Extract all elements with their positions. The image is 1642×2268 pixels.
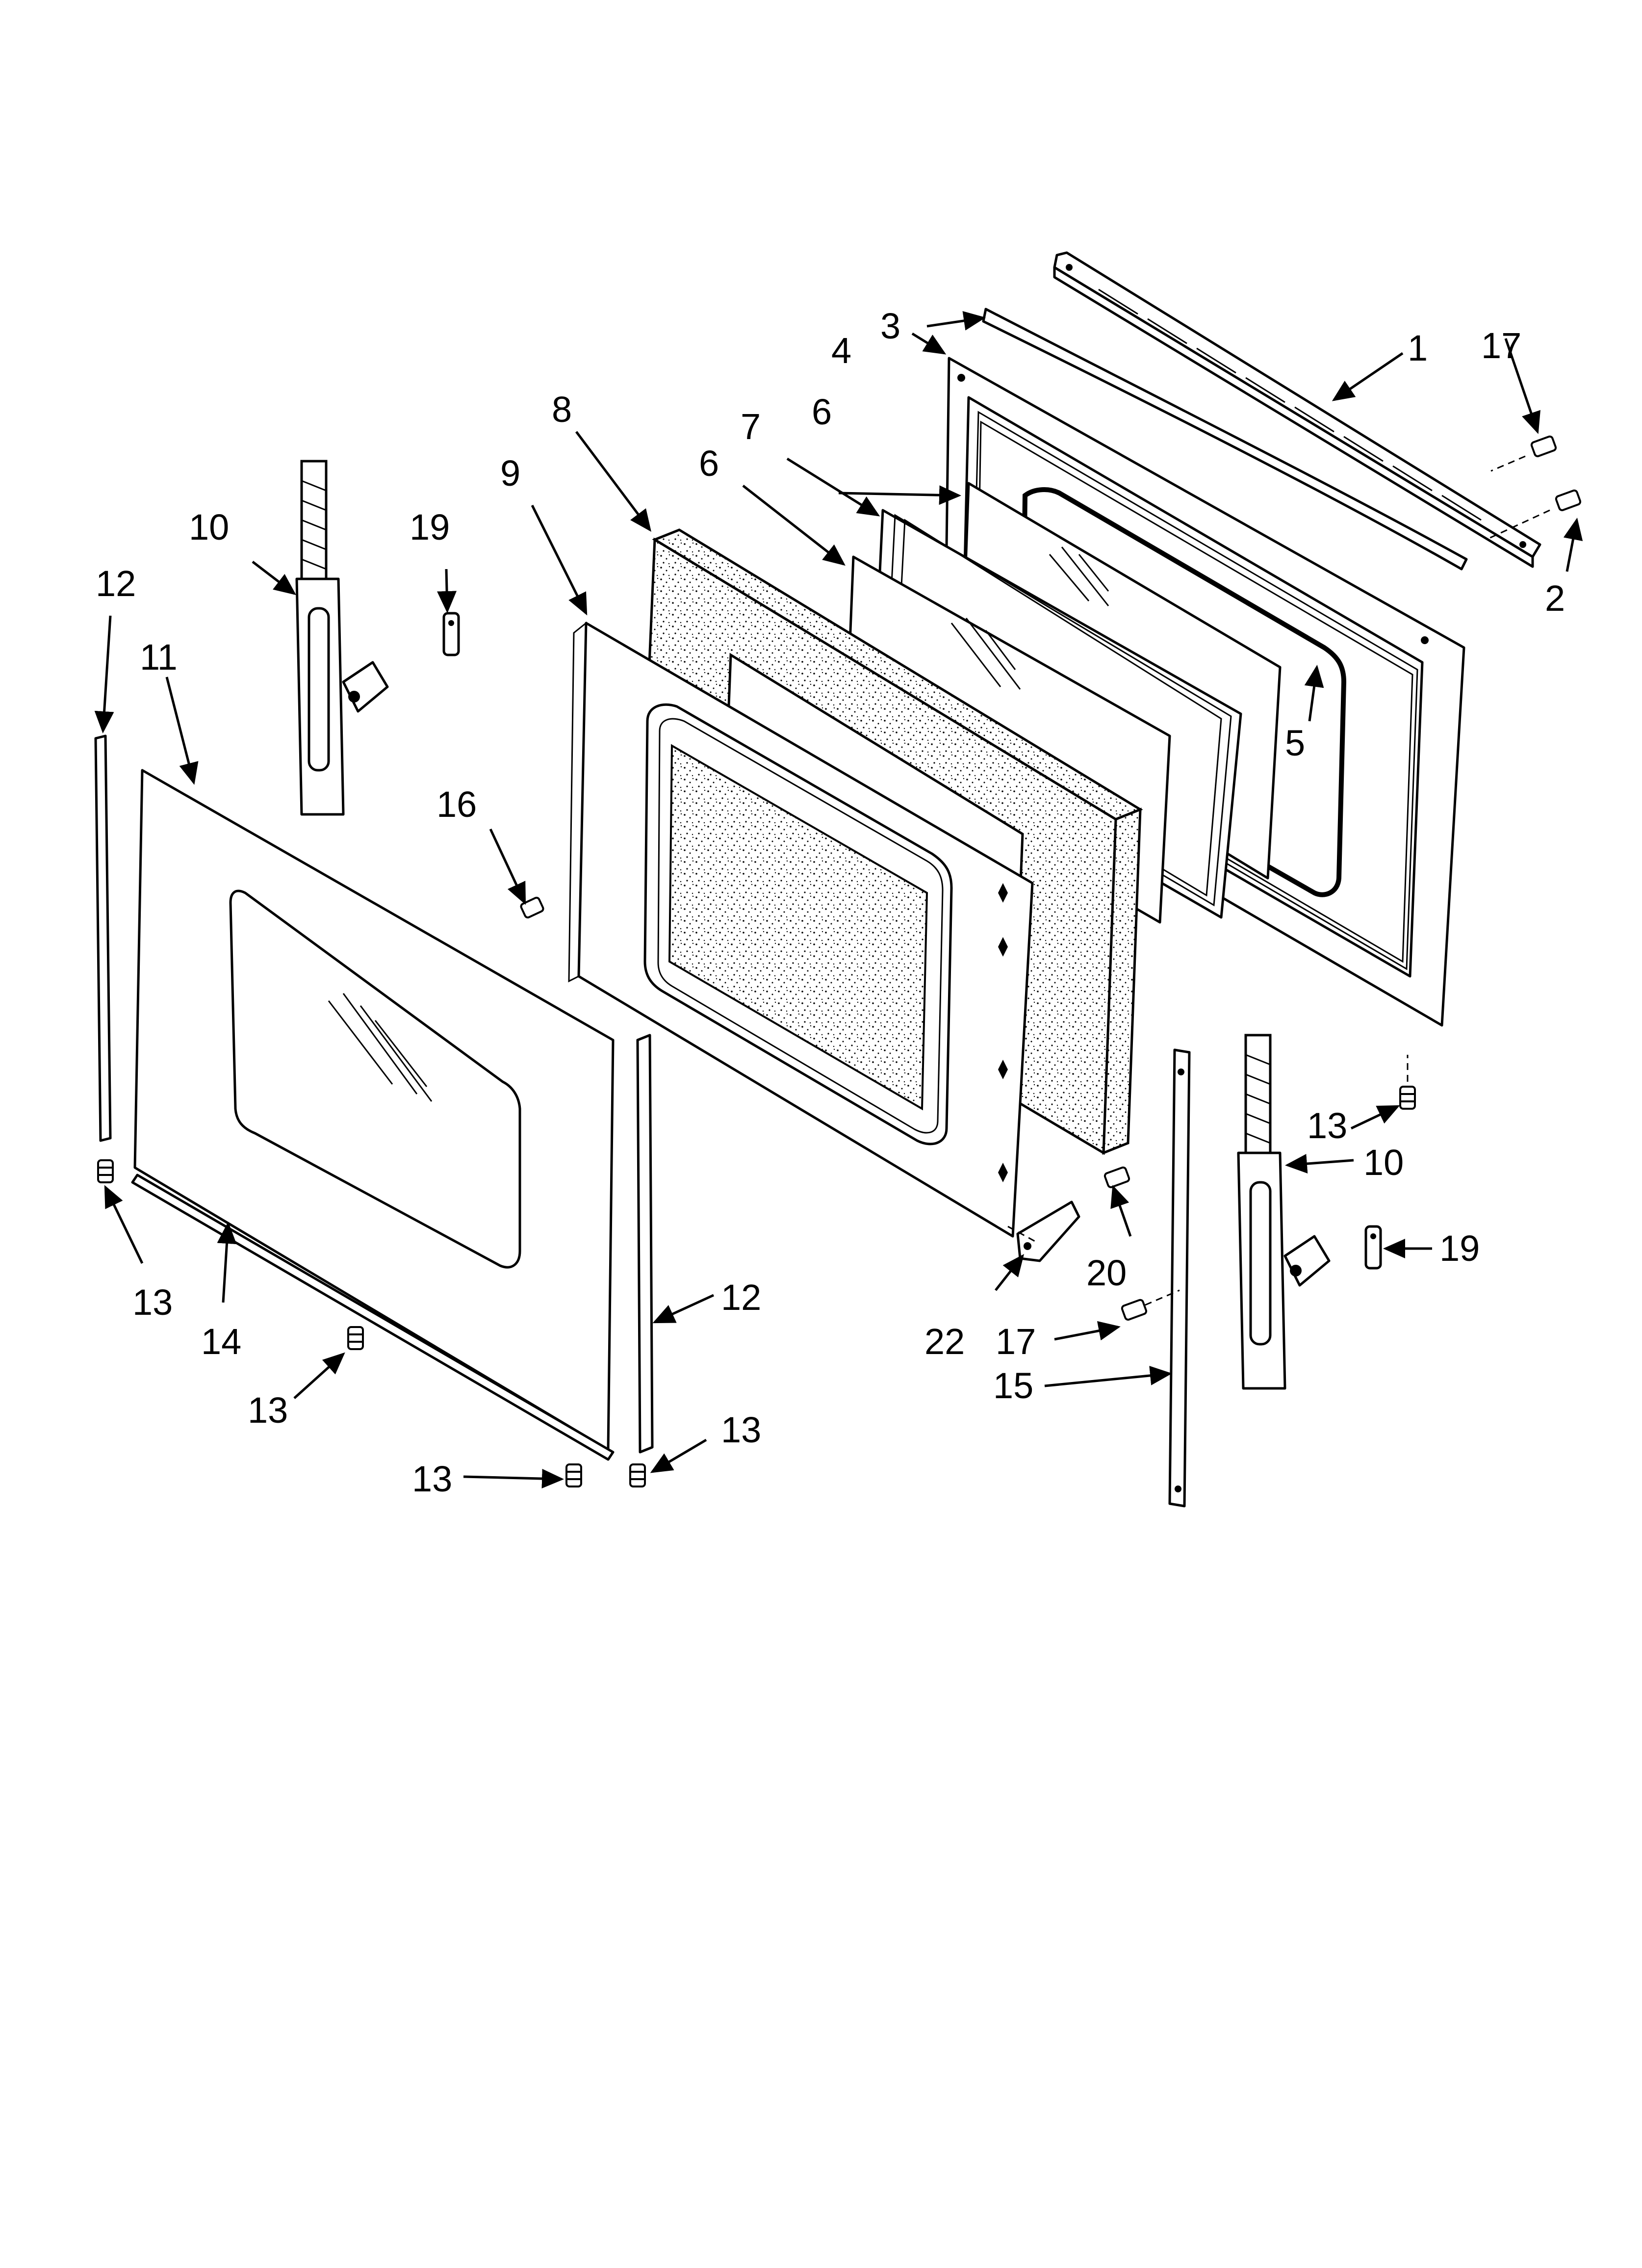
side-trim-right-part — [636, 1034, 654, 1454]
hinge-right-part — [1237, 1034, 1331, 1390]
hinge-bracket-part — [1168, 1048, 1191, 1508]
screw-13-e — [1399, 1086, 1416, 1110]
callout-19-right: 19 — [1439, 1228, 1480, 1269]
callout-20: 20 — [1086, 1252, 1127, 1293]
screw-16 — [520, 896, 544, 919]
curved-trim-part — [982, 308, 1468, 571]
leader-arrows — [94, 311, 1583, 1488]
clip-left-part — [442, 612, 460, 656]
callout-5: 5 — [1285, 723, 1305, 763]
callout-13-bottom-right: 13 — [721, 1409, 761, 1450]
screw-13-c — [565, 1463, 582, 1487]
screw-17-bottom — [1121, 1299, 1148, 1321]
callout-22: 22 — [924, 1321, 965, 1362]
screw-13-a — [97, 1159, 114, 1183]
callout-13-left: 13 — [132, 1282, 173, 1323]
callout-4: 4 — [831, 330, 851, 371]
screw-13-d — [629, 1463, 646, 1487]
callout-8: 8 — [552, 389, 572, 430]
screw-20 — [1103, 1166, 1130, 1188]
callout-19-left: 19 — [410, 507, 450, 547]
clip-right-part — [1364, 1225, 1382, 1270]
callout-10-left: 10 — [189, 507, 229, 547]
screw-2 — [1555, 489, 1582, 511]
callout-13-right: 13 — [1307, 1105, 1347, 1146]
side-trim-left-part — [94, 734, 112, 1142]
callout-17-top: 17 — [1481, 325, 1521, 366]
callout-1: 1 — [1408, 328, 1428, 368]
vent-trim-part — [1053, 251, 1541, 568]
bottom-trim-part — [131, 1173, 615, 1461]
door-frame-part — [568, 621, 1034, 1238]
callout-2: 2 — [1545, 578, 1565, 619]
hinge-left-part — [295, 460, 389, 816]
callout-12-left: 12 — [96, 563, 136, 604]
callout-10-right: 10 — [1363, 1142, 1404, 1183]
callout-6-lower: 6 — [699, 443, 719, 484]
callout-15: 15 — [993, 1365, 1033, 1406]
callout-16: 16 — [436, 784, 477, 825]
callout-14: 14 — [201, 1321, 241, 1362]
small-bracket-part — [1016, 1200, 1080, 1262]
callout-17-bottom: 17 — [996, 1321, 1036, 1362]
callout-7: 7 — [741, 406, 761, 447]
screw-17-top — [1530, 435, 1557, 457]
callout-11: 11 — [140, 637, 178, 678]
callout-13-mid: 13 — [248, 1390, 288, 1431]
screw-guide-lines — [1007, 455, 1550, 1306]
callout-13-bottom-left: 13 — [412, 1459, 452, 1499]
callout-6-upper: 6 — [812, 391, 832, 432]
callout-3: 3 — [880, 306, 900, 346]
callout-labels: 1 2 3 4 5 6 6 7 8 9 10 10 11 12 12 13 13… — [96, 306, 1565, 1499]
screw-13-b — [347, 1326, 364, 1350]
callout-9: 9 — [500, 453, 520, 494]
callout-12-right: 12 — [721, 1277, 761, 1318]
screws — [97, 435, 1582, 1487]
